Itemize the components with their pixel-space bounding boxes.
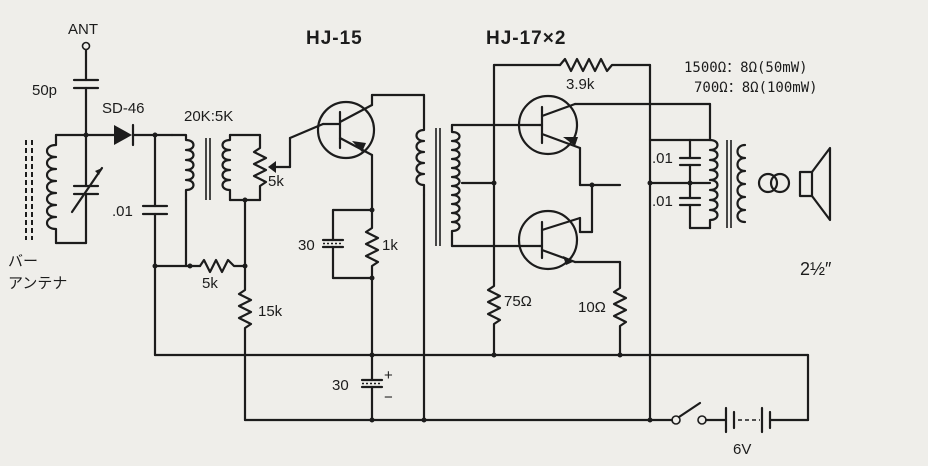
resistor-75-ohm (486, 278, 502, 357)
capacitor-30-emitter (321, 208, 374, 280)
label-c30-emitter: 30 (298, 237, 315, 254)
label-minus: − (384, 389, 393, 406)
label-r-10: 10Ω (578, 299, 606, 316)
driver-transformer (415, 93, 542, 422)
power-switch[interactable] (671, 401, 728, 425)
resistor-3-9k (492, 57, 652, 282)
transistor-hj15 (316, 100, 376, 160)
label-c01-left: .01 (112, 203, 133, 220)
diode-sd46 (84, 123, 174, 147)
output-transformer (708, 102, 747, 230)
label-speaker-size: 2½″ (800, 259, 832, 279)
label-20k-5k: 20K:5K (184, 108, 233, 125)
resistor-15k (237, 264, 253, 422)
label-plus: + (384, 367, 393, 384)
label-battery: 6V (733, 441, 751, 458)
resistor-1k (364, 208, 380, 280)
speaker-icon (798, 146, 832, 222)
variable-capacitor (70, 133, 104, 245)
transistor-hj17-lower (517, 209, 582, 271)
capacitor-50p (72, 78, 100, 137)
label-spec-1: 1500Ω：8Ω(50mW) (684, 60, 808, 76)
label-r-3-9k: 3.9k (566, 76, 595, 93)
label-bar: バー (8, 253, 38, 270)
label-r-15k: 15k (258, 303, 283, 320)
bar-antenna-coil (25, 133, 88, 245)
label-c01-out-1: .01 (652, 150, 673, 167)
label-antenna: アンテナ (8, 275, 67, 292)
label-sd46: SD-46 (102, 100, 145, 117)
antenna-symbol (81, 41, 91, 82)
capacitor-01-detector (141, 133, 169, 357)
label-r-5k: 5k (202, 275, 218, 292)
speaker-connector (757, 172, 791, 194)
label-hj17: HJ-17×2 (486, 28, 566, 49)
label-50p: 50p (32, 82, 57, 99)
potentiometer-5k (252, 122, 325, 202)
label-r-75: 75Ω (504, 293, 532, 310)
transistor-hj17-upper (517, 94, 582, 156)
resistor-5k (153, 258, 247, 274)
label-c30-supply: 30 (332, 377, 349, 394)
transformer-20k-5k (170, 133, 262, 268)
label-spec-2: 700Ω：8Ω(100mW) (694, 80, 818, 96)
capacitor-30-supply (360, 378, 384, 422)
label-c01-out-2: .01 (652, 193, 673, 210)
label-ant: ANT (68, 21, 98, 38)
label-vr-5k: 5k (268, 173, 284, 190)
battery-6v (724, 406, 810, 434)
label-hj15: HJ-15 (306, 28, 363, 49)
resistor-10-ohm (612, 280, 628, 357)
label-r-1k: 1k (382, 237, 398, 254)
